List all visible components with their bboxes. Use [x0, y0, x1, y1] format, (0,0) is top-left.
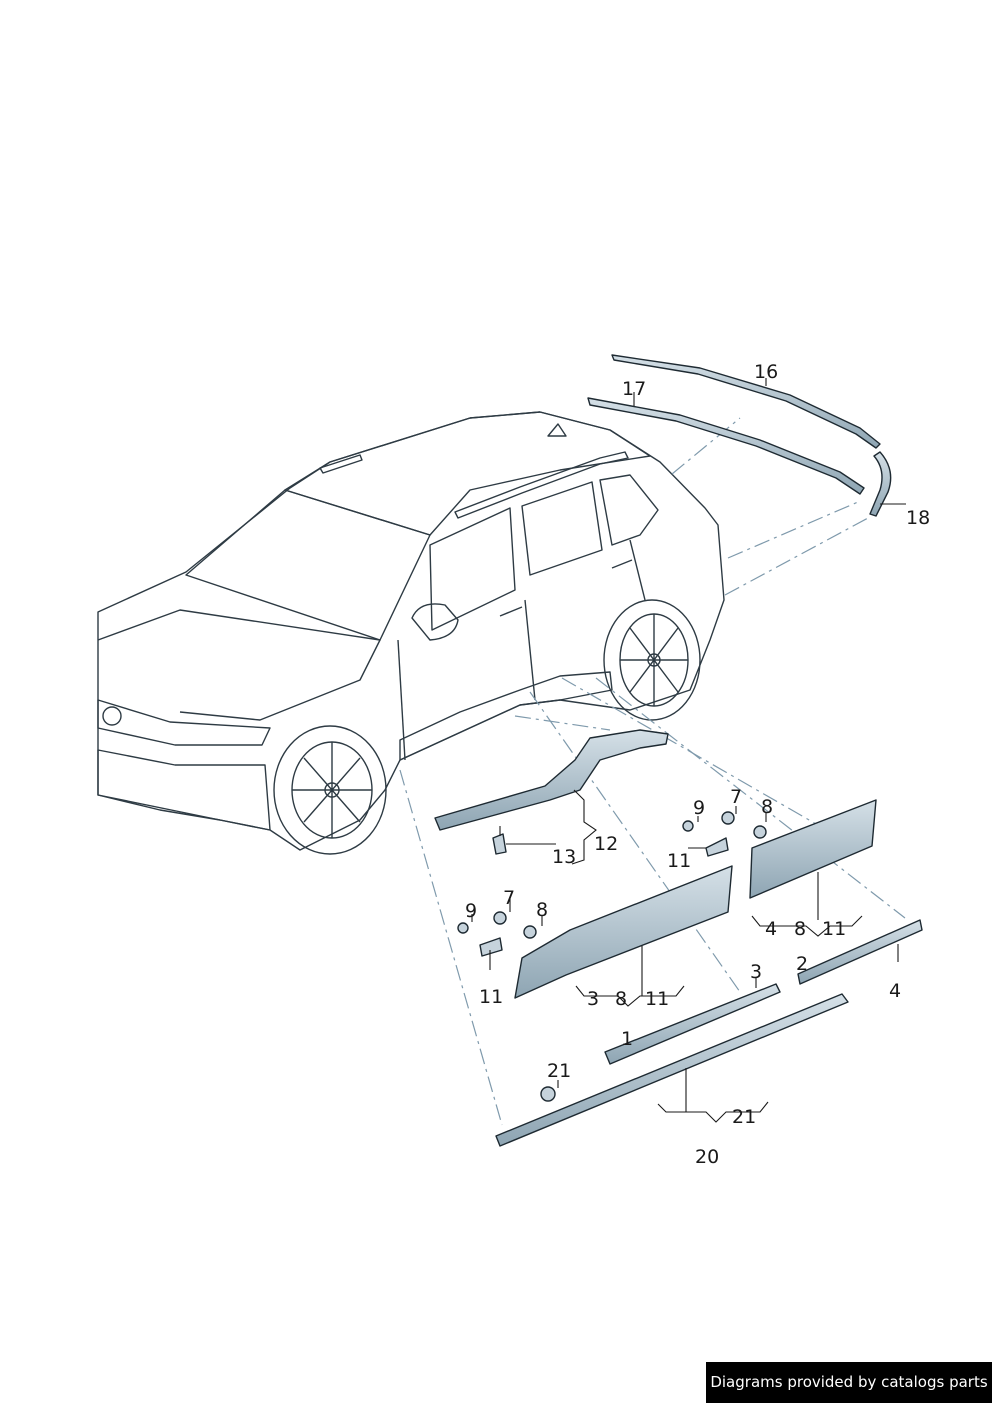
roof-rail-front [319, 454, 363, 474]
callout-4: 4 [889, 980, 901, 1002]
windshield [185, 489, 431, 641]
rear-side-window [521, 481, 603, 576]
door-handle-rear [611, 559, 633, 569]
callout-7-lower: 7 [503, 887, 515, 909]
callout-4-upper: 4 [765, 918, 777, 940]
callout-labels: 16 17 18 12 13 9 7 8 11 4 8 11 9 7 8 11 … [465, 361, 930, 1168]
hood-crease [97, 609, 381, 721]
credit-banner: Diagrams provided by catalogs parts [706, 1362, 992, 1403]
leader-lines [471, 378, 906, 1123]
quarter-window [599, 474, 659, 546]
callout-13: 13 [552, 846, 576, 868]
callout-3-group: 3 [587, 988, 599, 1010]
part-18-end-piece [869, 451, 892, 517]
callout-12: 12 [594, 833, 618, 855]
roof-rail-rear [454, 451, 629, 519]
part-3-moulding [604, 983, 781, 1065]
part-12-sill-panel [434, 729, 669, 831]
part-20-sill-trim [495, 993, 849, 1147]
part-rear-door-trim [749, 799, 877, 899]
part-13-clip [492, 833, 507, 855]
part-front-door-trim [514, 865, 733, 999]
callout-11-lower-group: 11 [645, 988, 669, 1010]
callout-16: 16 [754, 361, 778, 383]
callout-21-group: 21 [732, 1106, 756, 1128]
callout-9-upper: 9 [693, 797, 705, 819]
assembly-lines [399, 417, 906, 1126]
callout-11-lower: 11 [479, 986, 503, 1008]
antenna-fin [547, 423, 567, 437]
callout-11-upper-group: 11 [822, 918, 846, 940]
door-seam-front [397, 639, 406, 761]
callout-9-lower: 9 [465, 900, 477, 922]
callout-17: 17 [622, 378, 646, 400]
callout-3: 3 [750, 961, 762, 983]
front-side-window [429, 507, 516, 631]
door-handle-front [499, 606, 523, 617]
fasteners [457, 811, 767, 1102]
front-wheel [273, 725, 387, 855]
brand-emblem [102, 706, 122, 726]
part-16-roof-trim-strip [611, 354, 881, 449]
side-mirror [411, 603, 459, 641]
callout-11-upper: 11 [667, 850, 691, 872]
front-grille [97, 699, 271, 746]
vehicle-illustration [97, 411, 725, 855]
door-seam-middle [524, 599, 536, 701]
car-body [97, 411, 725, 851]
callout-21-upper: 21 [547, 1060, 571, 1082]
callout-20: 20 [695, 1146, 719, 1168]
callout-8-lower: 8 [536, 899, 548, 921]
callout-18: 18 [906, 507, 930, 529]
part-2-moulding [797, 919, 923, 985]
door-seam-rear [629, 539, 646, 601]
car-roof [284, 411, 651, 536]
callout-2: 2 [796, 953, 808, 975]
front-bumper [97, 749, 271, 831]
rear-wheel [603, 599, 701, 721]
callout-8-lower-group: 8 [615, 988, 627, 1010]
callout-8-upper-group: 8 [794, 918, 806, 940]
callout-7-upper: 7 [730, 786, 742, 808]
side-sill-area [399, 671, 613, 761]
callout-8-upper: 8 [761, 796, 773, 818]
callout-1: 1 [621, 1028, 633, 1050]
part-17-roof-trim-carrier [587, 397, 865, 495]
